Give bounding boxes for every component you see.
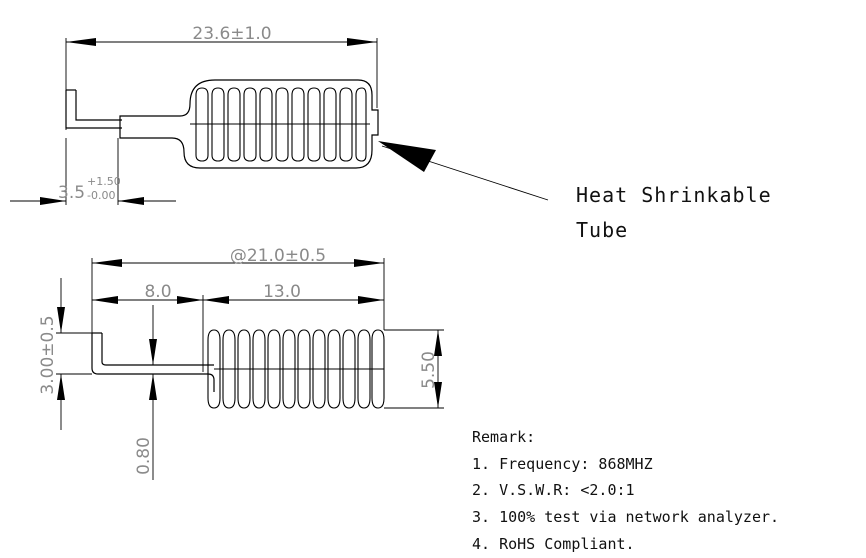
- heat-shrink-tube: [119, 79, 379, 169]
- wire-diameter-label: 0.80: [134, 437, 154, 475]
- remarks-block: Remark: 1. Frequency: 868MHZ 2. V.S.W.R:…: [472, 428, 779, 553]
- lead-tolerance-minus: -0.00: [87, 189, 115, 202]
- callout-arrowhead: [378, 141, 436, 172]
- top-coil: [190, 87, 370, 162]
- coil-diameter-label: 5.50: [419, 351, 439, 389]
- top-lead-wire: [65, 90, 122, 129]
- remark-item: 2. V.S.W.R: <2.0:1: [472, 481, 635, 499]
- remark-item: 1. Frequency: 868MHZ: [472, 455, 653, 473]
- remarks-title: Remark:: [472, 428, 535, 446]
- lead-length-label: 3.5: [58, 183, 85, 203]
- lead-height-label: 3.00±0.5: [38, 315, 58, 394]
- remark-item: 3. 100% test via network analyzer.: [472, 508, 779, 526]
- bottom-overall-length-label: @21.0±0.5: [230, 246, 326, 266]
- top-overall-length-label: 23.6±1.0: [192, 24, 271, 44]
- callout-line-2: Tube: [576, 218, 628, 242]
- bottom-coil: [207, 329, 385, 409]
- remark-item: 4. RoHS Compliant.: [472, 535, 635, 553]
- bottom-view: @21.0±0.5 8.0 13.0: [38, 246, 444, 480]
- straight-length-label: 8.0: [144, 282, 171, 302]
- lead-tolerance-plus: +1.50: [87, 175, 121, 188]
- callout-line-1: Heat Shrinkable: [576, 183, 772, 207]
- top-view: 23.6±1.0 3.5 +1.50 -: [10, 24, 549, 205]
- coil-length-label: 13.0: [263, 282, 301, 302]
